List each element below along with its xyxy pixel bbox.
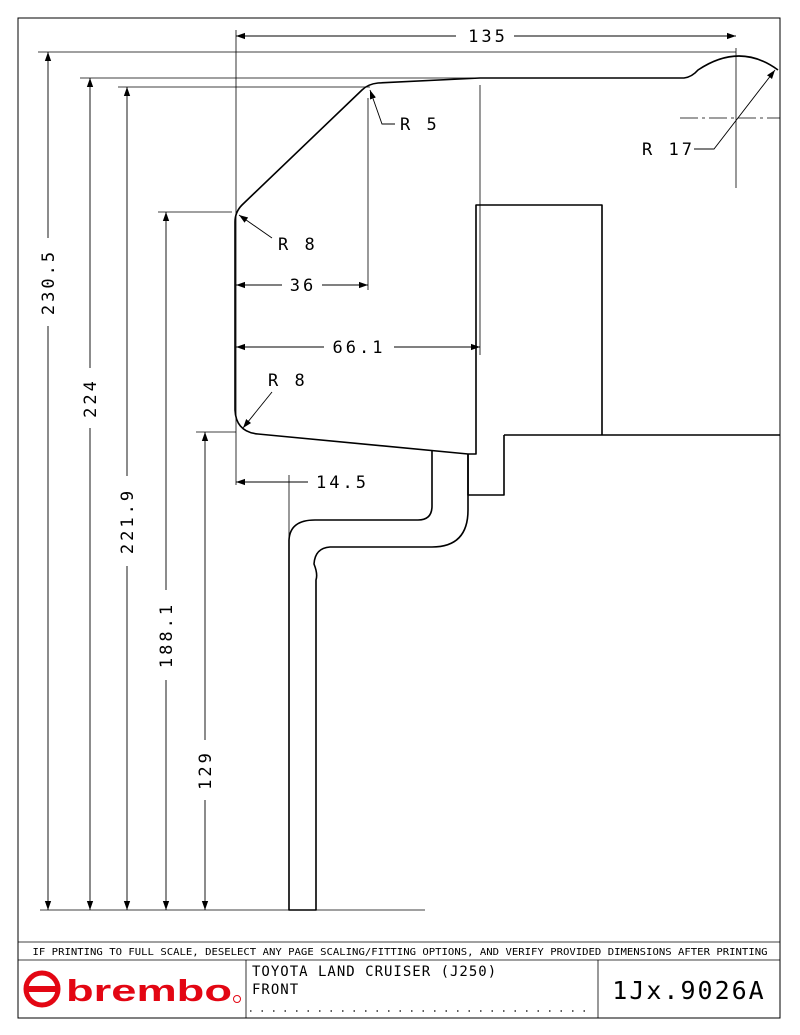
sheet-border [17,17,781,1019]
dim-label-66: 66.1 [333,338,386,358]
dim-radius-r17: R 17 [642,69,776,160]
dim-label-135: 135 [468,27,508,47]
dim-label-r8-lower: R 8 [268,371,308,391]
dim-radius-r5: R 5 [369,89,440,135]
dim-radius-r8-upper: R 8 [238,214,318,255]
brembo-logo: brembo [23,970,241,1008]
part-code: 1Jx.9026A [612,976,765,1005]
dim-offset-14: 14.5 [236,473,369,493]
dim-overall-width: 135 [236,27,736,47]
dim-label-221: 221.9 [118,488,138,554]
dim-label-r8-upper: R 8 [278,235,318,255]
hat-wall-outer [288,450,469,911]
dim-height-224: 224 [81,78,101,910]
dim-label-224: 224 [81,378,101,418]
dim-height-129: 129 [196,432,216,910]
reference-lines [38,30,780,911]
dim-width-36: 36 [236,276,368,296]
dim-label-129: 129 [196,750,216,790]
dim-label-230: 230.5 [39,249,59,315]
disc-profile [234,55,780,911]
dim-label-36: 36 [290,276,316,296]
dim-radius-r8-lower: R 8 [242,371,308,429]
dim-width-66: 66.1 [236,338,480,358]
hat-step-line [468,204,603,455]
title-block: IF PRINTING TO FULL SCALE, DESELECT ANY … [18,941,780,1018]
hat-neck-line [467,435,505,496]
outer-profile-line [234,55,779,223]
vehicle-model: TOYOTA LAND CRUISER (J250) [252,964,497,980]
dim-height-221: 221.9 [118,87,138,910]
print-scale-notice: IF PRINTING TO FULL SCALE, DESELECT ANY … [33,947,768,958]
dim-label-14: 14.5 [316,473,369,493]
dim-label-188: 188.1 [157,602,177,668]
dim-label-r5: R 5 [400,115,440,135]
dim-height-230: 230.5 [39,52,59,910]
dim-height-188: 188.1 [157,212,177,910]
axle-position: FRONT [252,982,299,998]
left-face-line [234,222,469,455]
brand-wordmark: brembo [66,973,232,1008]
dim-label-r17: R 17 [642,140,695,160]
